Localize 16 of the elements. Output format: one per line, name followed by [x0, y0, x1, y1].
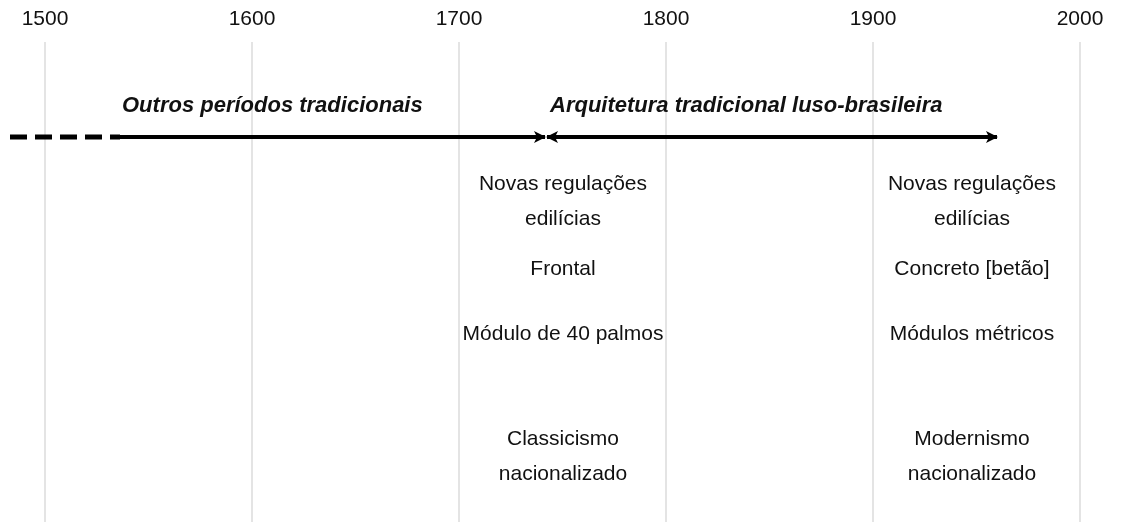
feature-label: Modernismo nacionalizado — [906, 425, 1038, 486]
feature-label: Novas regulações edilícias — [477, 170, 649, 231]
feature-label: Concreto [betão] — [893, 255, 1051, 281]
feature-label: Módulo de 40 palmos — [461, 320, 665, 346]
feature-label: Frontal — [529, 255, 597, 281]
year-label: 1900 — [849, 6, 897, 30]
year-label: 1500 — [21, 6, 69, 30]
period-title: Outros períodos tradicionais — [122, 92, 423, 118]
year-label: 2000 — [1056, 6, 1104, 30]
year-label: 1700 — [435, 6, 483, 30]
feature-label: Módulos métricos — [888, 320, 1056, 346]
period-title: Arquitetura tradicional luso-brasileira — [550, 92, 943, 118]
year-label: 1800 — [642, 6, 690, 30]
feature-label: Novas regulações edilícias — [886, 170, 1058, 231]
year-label: 1600 — [228, 6, 276, 30]
feature-label: Classicismo nacionalizado — [497, 425, 629, 486]
